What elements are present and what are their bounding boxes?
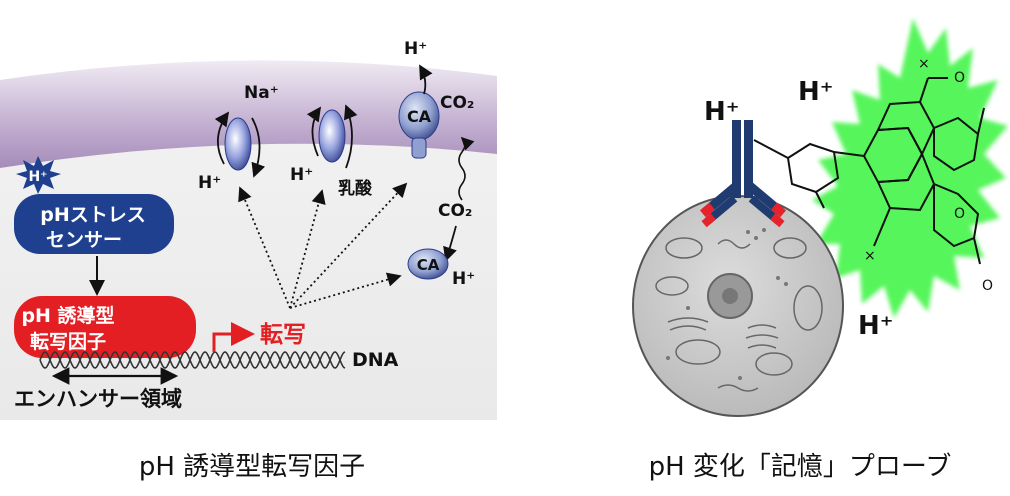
sensor-label-line2: センサー (46, 229, 122, 251)
membrane-carbonic-anhydrase: CA H⁺ CO₂ (398, 39, 475, 201)
enhancer-label: エンハンサー領域 (14, 387, 182, 411)
proton-label-1: H⁺ (704, 97, 739, 127)
left-diagram-svg: pHストレス センサー H⁺ pH 誘導型 転写因子 転写 DNA エンハンサー… (0, 8, 497, 420)
cell-membrane (0, 60, 497, 168)
transcription-arrow (212, 322, 255, 352)
tf-label-line1: pH 誘導型 (21, 304, 114, 327)
molecule-atom-labels: × O O O × (864, 56, 993, 294)
proton-label-3: H⁺ (858, 311, 893, 341)
transcription-label: 転写 (260, 322, 306, 348)
co2-label-mid: CO₂ (438, 201, 472, 221)
left-caption: pH 誘導型転写因子 (138, 452, 366, 482)
lactate-transporter: H⁺ 乳酸 (290, 104, 373, 199)
h-ion-label-top: H⁺ (404, 39, 427, 59)
ca-label-1: CA (407, 107, 432, 126)
na-h-exchanger: Na⁺ H⁺ (198, 83, 279, 193)
dna-helix (39, 351, 346, 369)
right-diagram-svg: × O O O × H⁺ H⁺ H⁺ (632, 18, 1008, 417)
na-ion-label: Na⁺ (244, 83, 279, 103)
antibody (699, 120, 787, 228)
svg-text:×: × (864, 248, 876, 264)
dna-label: DNA (352, 349, 399, 371)
right-caption: pH 変化「記憶」プローブ (648, 452, 952, 482)
ph-memory-probe-diagram: × O O O × H⁺ H⁺ H⁺ (628, 8, 1010, 420)
proton-star-icon (16, 156, 61, 194)
signal-dotted-arrows (238, 182, 408, 309)
h-ion-label-1: H⁺ (198, 173, 221, 193)
ph-inducible-tf: pH 誘導型 転写因子 (14, 296, 196, 358)
ca-label-2: CA (417, 256, 440, 274)
lactate-label: 乳酸 (338, 178, 373, 199)
h-ion-label-ca: H⁺ (452, 269, 475, 289)
sensor-proton-label: H⁺ (28, 169, 47, 185)
cytosolic-carbonic-anhydrase: CA H⁺ (407, 225, 475, 289)
ph-transcription-factor-diagram: pHストレス センサー H⁺ pH 誘導型 転写因子 転写 DNA エンハンサー… (0, 8, 497, 420)
svg-text:×: × (918, 56, 930, 72)
h-ion-label-2: H⁺ (290, 165, 313, 185)
proton-label-2: H⁺ (798, 77, 833, 107)
svg-text:O: O (954, 206, 965, 222)
ph-stress-sensor: pHストレス センサー H⁺ (14, 156, 174, 254)
sensor-label-line1: pHストレス (40, 204, 146, 226)
fluorescence-burst (812, 18, 1008, 318)
fluorescent-probe-molecule (753, 77, 985, 265)
dna-strand-1 (39, 351, 346, 369)
tf-label-line2: 転写因子 (30, 331, 106, 353)
svg-text:O: O (982, 278, 993, 294)
dna-strand-2 (39, 351, 346, 369)
cell-illustration (632, 195, 844, 417)
svg-text:O: O (954, 70, 965, 86)
co2-label-top: CO₂ (440, 93, 474, 113)
